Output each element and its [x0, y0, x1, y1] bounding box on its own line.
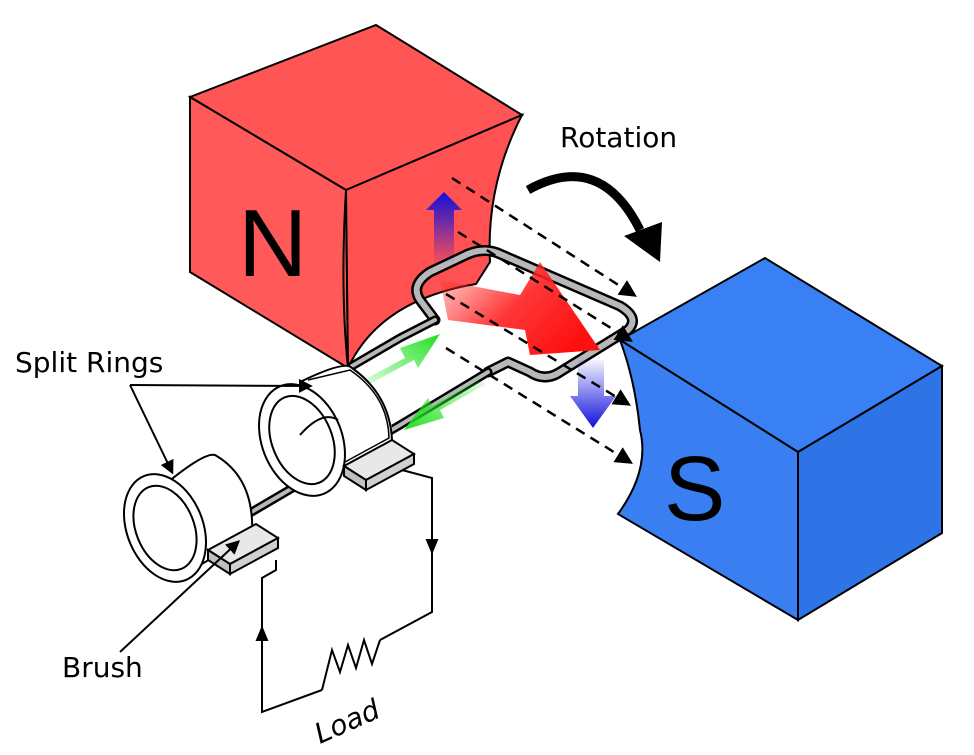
load-circuit	[255, 469, 439, 714]
force-arrow-red	[440, 262, 600, 355]
load-label: Load	[309, 693, 384, 751]
split-rings-label: Split Rings	[15, 346, 163, 379]
zigzag-resistor-icon	[321, 636, 381, 691]
north-pole-label: N	[238, 190, 307, 297]
brush-back	[342, 438, 416, 492]
curved-arrow-icon	[525, 172, 645, 233]
south-pole-label: S	[664, 438, 725, 540]
current-arrow-green-down	[404, 380, 486, 430]
split-ring-back	[258, 364, 394, 497]
armature-coil	[411, 245, 638, 383]
brush-label: Brush	[62, 651, 143, 684]
south-magnet-pole-face	[616, 337, 799, 622]
rotation-label: Rotation	[560, 121, 677, 154]
south-magnet: S	[616, 256, 944, 622]
current-arrow-green-up	[360, 334, 440, 385]
field-lines	[445, 176, 637, 464]
force-arrow-blue-up	[426, 192, 462, 262]
current-arrows	[360, 334, 486, 430]
rotation-indicator: Rotation	[525, 121, 677, 262]
annotations: Split Rings Brush Load	[15, 346, 385, 750]
